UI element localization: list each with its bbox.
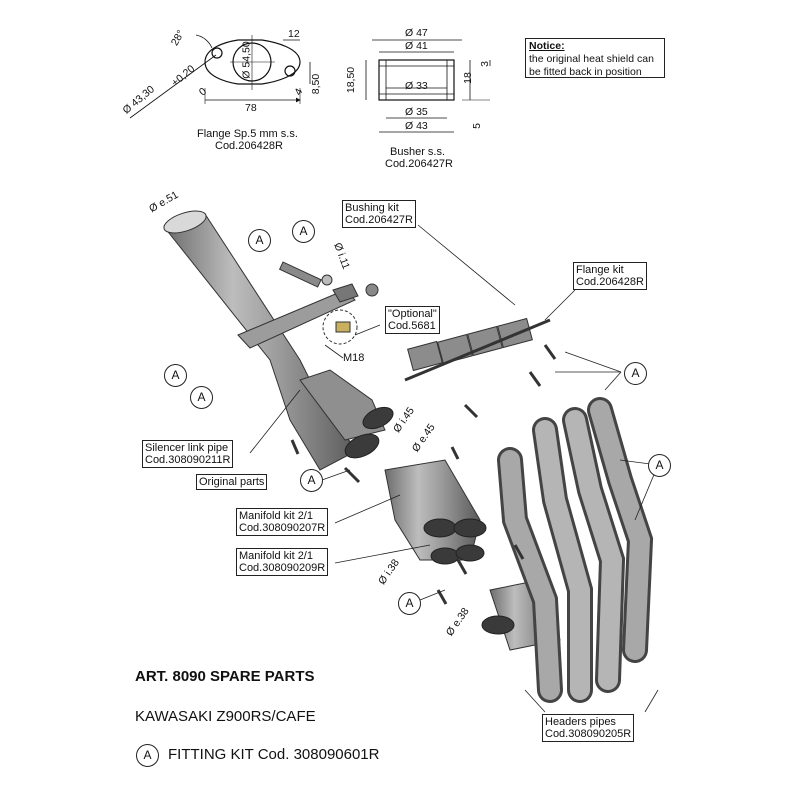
- art-title: ART. 8090 SPARE PARTS: [135, 668, 315, 685]
- flange-dim-850: 8,50: [310, 73, 323, 95]
- fitting-kit-marker-a: A: [136, 744, 159, 767]
- callout-headers-name: Headers pipes: [545, 716, 616, 728]
- busher-caption-2: Cod.206427R: [385, 158, 453, 170]
- flange-plates: [404, 317, 551, 382]
- callout-original-name: Original parts: [199, 476, 265, 488]
- callout-bushing-kit: Bushing kit Cod.206427R: [342, 200, 416, 228]
- callout-silencer-code: Cod.308090211R: [145, 454, 231, 466]
- flange-dim-12: 12: [288, 28, 300, 40]
- callout-optional: "Optional" Cod.5681: [385, 306, 440, 334]
- fitting-marker-a: A: [190, 386, 213, 409]
- callout-original-parts: Original parts: [196, 474, 268, 490]
- fitting-marker-a: A: [292, 220, 315, 243]
- notice-line-2: be fitted back in position: [529, 66, 642, 78]
- flange-dim-78: 78: [245, 102, 257, 114]
- flange-caption-2: Cod.206428R: [215, 140, 283, 152]
- busher-dim-5: 5: [470, 123, 483, 129]
- busher-caption-1: Busher s.s.: [390, 146, 446, 158]
- manifold-kit-1: [384, 459, 487, 565]
- model-title: KAWASAKI Z900RS/CAFE: [135, 708, 316, 725]
- callout-silencer-link: Silencer link pipe Cod.308090211R: [142, 440, 234, 468]
- fitting-marker-a: A: [164, 364, 187, 387]
- busher-drawing: [365, 39, 491, 133]
- silencer-link-pipe: [163, 210, 394, 471]
- busher-dim-33: Ø 33: [405, 80, 428, 92]
- callout-manifold-207-name: Manifold kit 2/1: [239, 510, 313, 522]
- flange-caption-1: Flange Sp.5 mm s.s.: [197, 128, 298, 140]
- notice-line-1: the original heat shield can: [529, 53, 654, 65]
- busher-dim-1850: 18,50: [345, 66, 358, 94]
- callout-flange-kit: Flange kit Cod.206428R: [573, 262, 647, 290]
- fitting-marker-a: A: [398, 592, 421, 615]
- hardware-top: [278, 261, 379, 345]
- busher-dim-41: Ø 41: [405, 40, 428, 52]
- fitting-marker-a: A: [624, 362, 647, 385]
- callout-optional-code: Cod.5681: [388, 320, 436, 332]
- callout-flange-kit-code: Cod.206428R: [576, 276, 644, 288]
- callout-manifold-207-code: Cod.308090207R: [239, 522, 326, 534]
- callout-headers-pipes: Headers pipes Cod.308090205R: [542, 714, 635, 742]
- flange-dim-bore: Ø 54,50: [240, 41, 253, 79]
- fitting-kit-title: FITTING KIT Cod. 308090601R: [168, 746, 380, 763]
- notice-box: Notice: the original heat shield can be …: [525, 38, 665, 78]
- callout-manifold-209: Manifold kit 2/1 Cod.308090209R: [236, 548, 329, 576]
- fitting-marker-a: A: [300, 469, 323, 492]
- busher-dim-3: 3: [478, 61, 491, 67]
- fitting-marker-a: A: [248, 229, 271, 252]
- callout-manifold-207: Manifold kit 2/1 Cod.308090207R: [236, 508, 329, 536]
- callout-bushing-kit-code: Cod.206427R: [345, 214, 413, 226]
- busher-dim-43: Ø 43: [405, 120, 428, 132]
- callout-bushing-kit-name: Bushing kit: [345, 202, 399, 214]
- flange-drawing: [129, 34, 311, 119]
- header-pipes: [497, 397, 654, 703]
- callout-manifold-209-code: Cod.308090209R: [239, 562, 326, 574]
- fitting-marker-a: A: [648, 454, 671, 477]
- callout-optional-name: "Optional": [388, 308, 437, 320]
- callout-flange-kit-name: Flange kit: [576, 264, 624, 276]
- callout-m18: M18: [343, 352, 365, 364]
- busher-dim-18: 18: [461, 72, 474, 84]
- notice-heading: Notice:: [529, 40, 565, 52]
- springs: [290, 344, 557, 605]
- busher-dim-35: Ø 35: [405, 106, 428, 118]
- callout-headers-code: Cod.308090205R: [545, 728, 632, 740]
- callout-manifold-209-name: Manifold kit 2/1: [239, 550, 313, 562]
- busher-dim-47: Ø 47: [405, 27, 428, 39]
- callout-silencer-name: Silencer link pipe: [145, 442, 229, 454]
